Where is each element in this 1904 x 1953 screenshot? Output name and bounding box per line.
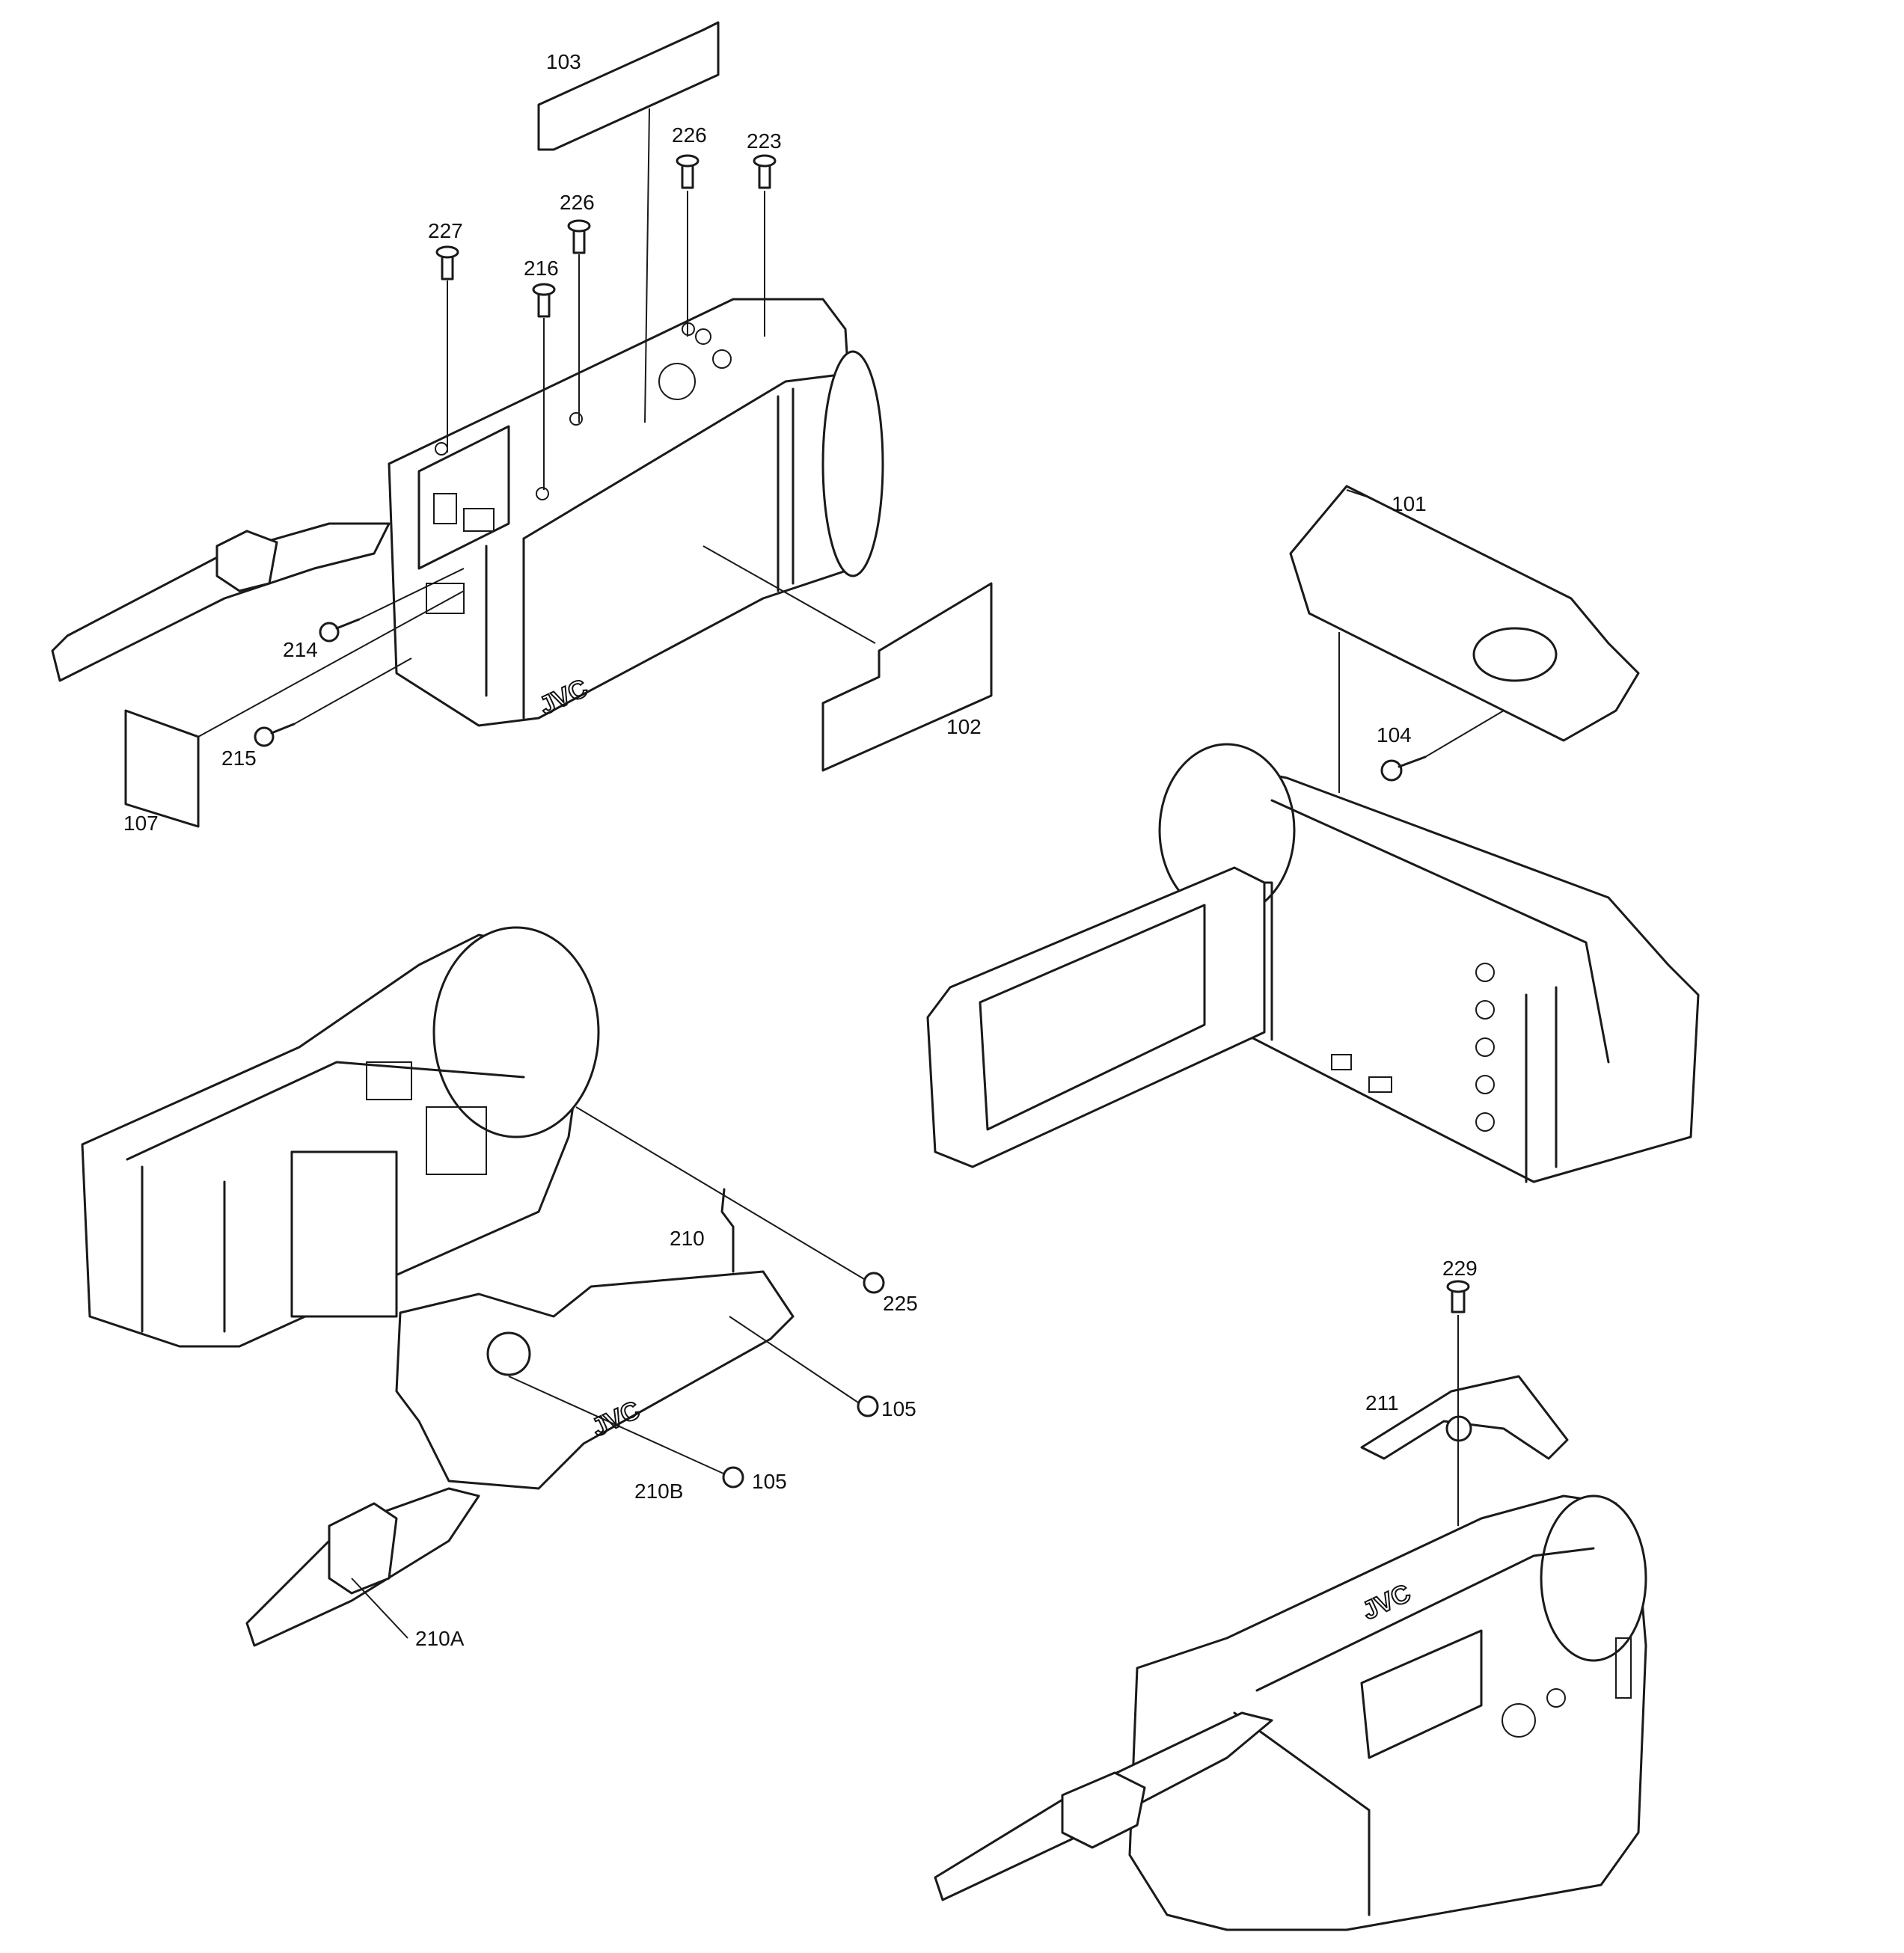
label-216: 216 xyxy=(524,257,559,280)
label-105-left: 105 xyxy=(752,1470,787,1493)
label-211: 211 xyxy=(1365,1391,1399,1414)
screw-229 xyxy=(1446,1280,1470,1313)
screw-226b xyxy=(567,219,591,254)
label-226-mid: 226 xyxy=(560,191,595,214)
screw-226a xyxy=(676,154,700,189)
label-215: 215 xyxy=(221,746,257,770)
screw-225 xyxy=(863,1272,885,1294)
screw-216 xyxy=(532,283,556,318)
screw-223 xyxy=(753,154,777,189)
label-107: 107 xyxy=(123,812,159,835)
camcorder-top-assembly: JVC xyxy=(51,21,993,828)
label-210: 210 xyxy=(670,1227,705,1250)
screw-104 xyxy=(1380,755,1427,782)
camcorder-lcd-assembly xyxy=(926,485,1700,1183)
label-101: 101 xyxy=(1392,492,1427,515)
part-labels: 103 226 223 226 227 216 101 214 215 102 … xyxy=(123,50,1478,1650)
label-103: 103 xyxy=(546,50,581,73)
label-226-top: 226 xyxy=(672,123,707,147)
label-102: 102 xyxy=(946,715,982,738)
label-214: 214 xyxy=(283,638,318,661)
camcorder-grip-assembly: JVC xyxy=(81,926,885,1647)
screw-227 xyxy=(435,245,459,280)
screw-105a xyxy=(857,1395,879,1417)
label-225: 225 xyxy=(883,1292,918,1315)
label-210B: 210B xyxy=(634,1480,683,1503)
camcorder-bottom-assembly: JVC xyxy=(934,1280,1647,1931)
screw-214 xyxy=(319,618,361,643)
label-227: 227 xyxy=(428,219,463,242)
screw-215 xyxy=(254,723,296,747)
label-223: 223 xyxy=(747,129,782,153)
screw-105b xyxy=(722,1466,744,1488)
label-229: 229 xyxy=(1442,1257,1478,1280)
label-105-right: 105 xyxy=(881,1397,916,1420)
label-104: 104 xyxy=(1377,723,1412,746)
label-210A: 210A xyxy=(415,1627,465,1650)
